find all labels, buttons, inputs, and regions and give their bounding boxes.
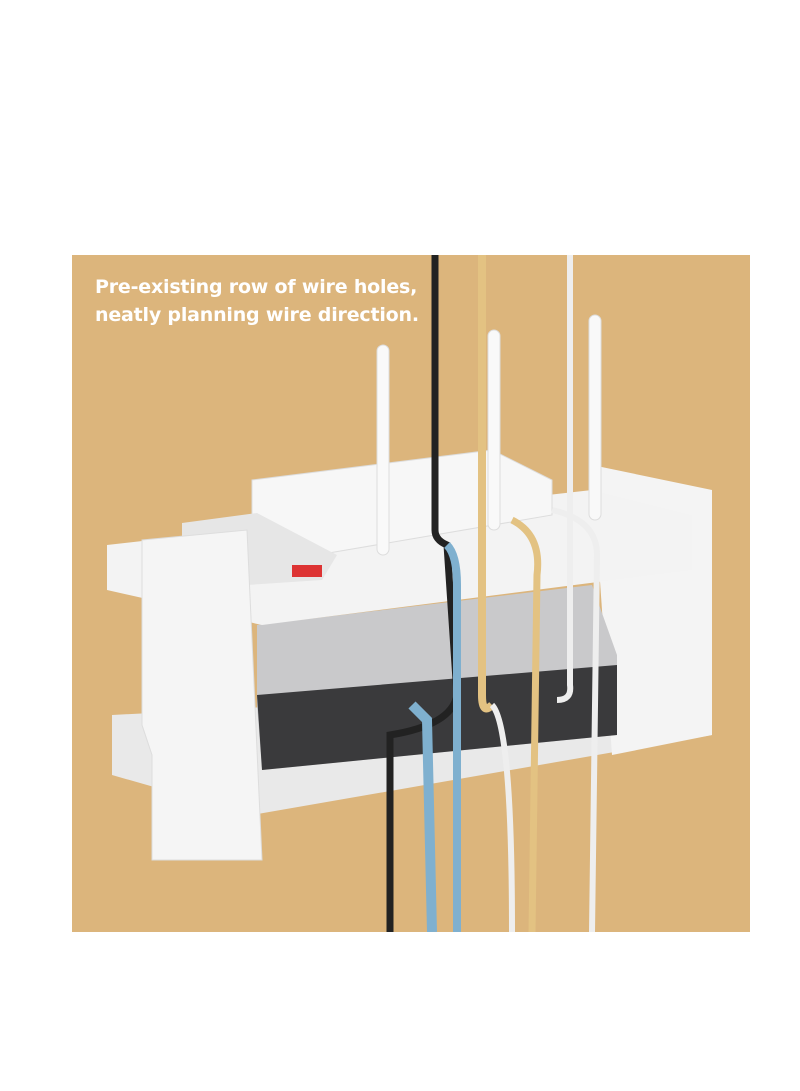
wall-shelf-illustration <box>107 255 712 932</box>
cable-white-long <box>556 255 574 703</box>
antenna-middle <box>487 329 501 531</box>
cable-tan-right <box>510 516 542 932</box>
product-photo: Pre-existing row of wire holes, neatly p… <box>72 255 750 932</box>
cable-blue-top <box>443 542 461 932</box>
antenna-left <box>376 344 390 556</box>
cable-white-middle <box>489 702 515 932</box>
upper-shelf <box>107 490 692 625</box>
cable-white-right <box>551 507 601 932</box>
left-side-panel <box>141 529 263 861</box>
caption-line-1: Pre-existing row of wire holes, <box>95 276 418 298</box>
antenna-right <box>588 314 602 521</box>
cable-blue-hdmi <box>408 701 437 932</box>
caption-line-2: neatly planning wire direction. <box>95 304 419 326</box>
remote-red-button <box>292 565 322 577</box>
feature-caption: Pre-existing row of wire holes, neatly p… <box>95 273 419 329</box>
cable-tan-long <box>478 255 495 713</box>
